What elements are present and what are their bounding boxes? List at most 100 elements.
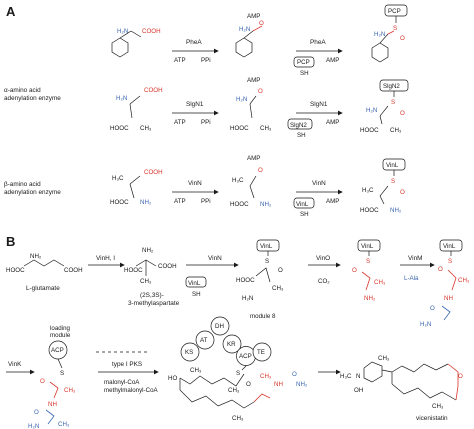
slgn1-label-1: SlgN1: [186, 101, 204, 108]
vinl-aspartyl-structure: VinL S O HOOC CH₃ H₂N: [236, 239, 284, 302]
phea-label-1: PheA: [186, 39, 202, 46]
b3-vinl-carrier: VinL: [443, 243, 456, 250]
c1-o: O: [40, 378, 45, 385]
b2-o: O: [352, 267, 357, 274]
phe-pcp-amine: H₂N: [374, 31, 385, 38]
row2-hooc: HOOC: [110, 125, 129, 132]
phe-pcp-carrier: PCP: [388, 8, 401, 15]
methylmalonyl-label: methylmalonyl-CoA: [104, 387, 159, 394]
ppi-label-1: PPi: [201, 57, 211, 64]
alpha-label-line1: α-amino acid: [4, 87, 41, 94]
vicenistatin-structure: H₃C N OH CH₃ CH₃ O vicenistatin: [340, 355, 463, 422]
b3-s: S: [448, 258, 452, 265]
c1-o2: O: [34, 409, 39, 416]
row2-slgn2-carrier: SlgN2: [383, 83, 400, 90]
row2-slgn2-methyl: CH₃: [390, 127, 402, 134]
vino-label: VinO: [316, 255, 330, 262]
module8-domains: module 8 KS AT DH KR ACP TE: [180, 313, 276, 366]
msa-name-line2: 3-methylaspartate: [128, 300, 180, 307]
pk-ch3-top: CH₃: [190, 367, 202, 374]
phe-amp-structure: AMP O H₂N: [235, 13, 264, 58]
glutamate-name: L-glutamate: [26, 285, 60, 292]
row2-amp-amine: H₂N: [236, 96, 247, 103]
b1-ch3: CH₃: [272, 285, 284, 292]
amp-release-1: AMP: [326, 57, 339, 64]
pk-ch3-bottom: CH₃: [232, 415, 244, 422]
row3-amp: AMP: [247, 155, 260, 162]
row3-carboxyl: COOH: [144, 169, 163, 176]
row2-amp-structure: AMP O H₂N HOOC CH₃: [230, 77, 272, 132]
phe-amine: H₂N: [117, 28, 128, 35]
pk-ho: HO: [168, 375, 177, 382]
vink-label: VinK: [8, 361, 22, 368]
pk-o-blue: O: [292, 371, 297, 378]
row3-amp-hooc: HOOC: [230, 201, 249, 208]
pk-s: S: [236, 370, 240, 377]
c1-ch3-blue: CH₃: [58, 421, 70, 428]
row3-vinl-amine: NH₂: [390, 207, 402, 214]
vinl-dipeptide-structure: VinL S O CH₃ NH O H₂N: [420, 239, 470, 328]
row3-vinl-structure: VinL S O H₃C HOOC NH₂: [360, 158, 406, 214]
vic-ch3-bottom: CH₃: [432, 403, 444, 410]
panel-label-a: A: [6, 4, 16, 19]
phe-amp-amp: AMP: [247, 13, 260, 20]
b2-vinl-carrier: VinL: [361, 243, 374, 250]
c1-ch3: CH₃: [64, 387, 76, 394]
amp-release-2: AMP: [326, 119, 339, 126]
sh-label-3: SH: [300, 211, 309, 218]
msa-hooc: HOOC: [124, 267, 143, 274]
co2-label: CO₂: [318, 278, 330, 285]
b1-hooc: HOOC: [236, 277, 255, 284]
pcp-sh-label-1: PCP: [297, 59, 310, 66]
loading-line1: loading: [50, 325, 71, 332]
phe-pcp-s: S: [393, 25, 397, 32]
b3-ch3: CH₃: [458, 277, 470, 284]
b3-o: O: [438, 266, 443, 273]
row3-vinl-h3c: H₃C: [362, 187, 374, 194]
b2-s: S: [366, 258, 370, 265]
b2-nh2: NH₂: [364, 295, 376, 302]
beta-label-line1: β-amino acid: [4, 181, 41, 188]
glu-hooc: HOOC: [6, 267, 25, 274]
row3-vinl-carrier: VinL: [386, 162, 399, 169]
c1-nh: NH: [48, 401, 57, 408]
pk-o: O: [246, 381, 251, 388]
row3-vinl-hooc: HOOC: [360, 207, 379, 214]
msa-cooh: COOH: [158, 263, 177, 270]
row2-slgn2-amine: H₂N: [366, 107, 377, 114]
vinh-label: VinH, I: [96, 255, 115, 262]
amp-release-3: AMP: [326, 198, 339, 205]
vic-ch3-top: CH₃: [378, 355, 390, 362]
pk-nh2-blue: NH₂: [296, 381, 308, 388]
msa-name-line1: (2S,3S)-: [140, 292, 164, 299]
vinl-aminobutyryl-structure: VinL S O CH₃ NH₂: [352, 239, 386, 302]
methylaspartate-structure-beta: H₃C COOH HOOC NH₂: [110, 169, 163, 206]
c1-s: S: [60, 370, 64, 377]
methylaspartate-structure-b: NH₂ HOOC COOH CH₃ (2S,3S)- 3-methylaspar…: [124, 247, 180, 307]
acp-loaded-structure: ACP S O CH₃ NH O H₂N CH₃: [28, 340, 76, 429]
row2-slgn2-hooc: HOOC: [360, 127, 379, 134]
vinn-label-1: VinN: [188, 180, 202, 187]
row2-amine: H₂N: [116, 95, 127, 102]
atp-label-2: ATP: [174, 119, 186, 126]
glu-nh2: NH₂: [30, 253, 42, 260]
atp-label-1: ATP: [174, 57, 186, 64]
row3-h3c: H₃C: [112, 175, 124, 182]
alpha-label-line2: adenylation enzyme: [4, 95, 61, 102]
row2-slgn2-s: S: [391, 99, 395, 106]
pk-ch3-mid: CH₃: [228, 387, 240, 394]
domain-dh: DH: [215, 323, 224, 330]
pk-ch3-red: CH₃: [260, 373, 272, 380]
ppi-label-3: PPi: [201, 198, 211, 205]
row2-slgn2-o: O: [400, 110, 405, 117]
row2-slgn2-structure: SlgN2 S O H₂N HOOC CH₃: [360, 79, 409, 134]
pks-label: type I PKS: [112, 361, 142, 368]
row3-hooc: HOOC: [110, 199, 129, 206]
domain-kr: KR: [227, 341, 236, 348]
vinl-sh-label-1: VinL: [296, 201, 309, 208]
malonyl-label: malonyl-CoA: [104, 379, 140, 386]
slgn1-label-2: SlgN1: [310, 101, 328, 108]
polyketide-intermediate-structure: HO CH₃ CH₃ S O CH₃ NH O NH₂ CH₃: [168, 365, 308, 422]
row3-amp-o: O: [258, 167, 263, 174]
